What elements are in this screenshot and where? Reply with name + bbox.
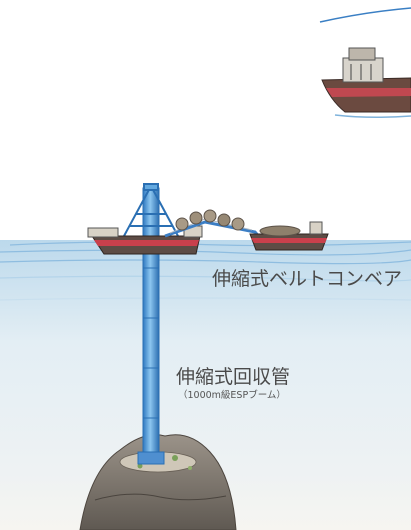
distant-ship [321, 47, 411, 119]
conveyor-label: 伸縮式ベルトコンベア [212, 268, 403, 290]
derrick-tower [123, 183, 179, 237]
pipe-sublabel: （1000m級ESPブーム） [178, 390, 286, 401]
cargo-barge [249, 221, 329, 251]
mining-vessel [87, 225, 203, 255]
pipe-label: 伸縮式回収管 [176, 366, 291, 388]
horizon-stroke [319, 7, 411, 23]
